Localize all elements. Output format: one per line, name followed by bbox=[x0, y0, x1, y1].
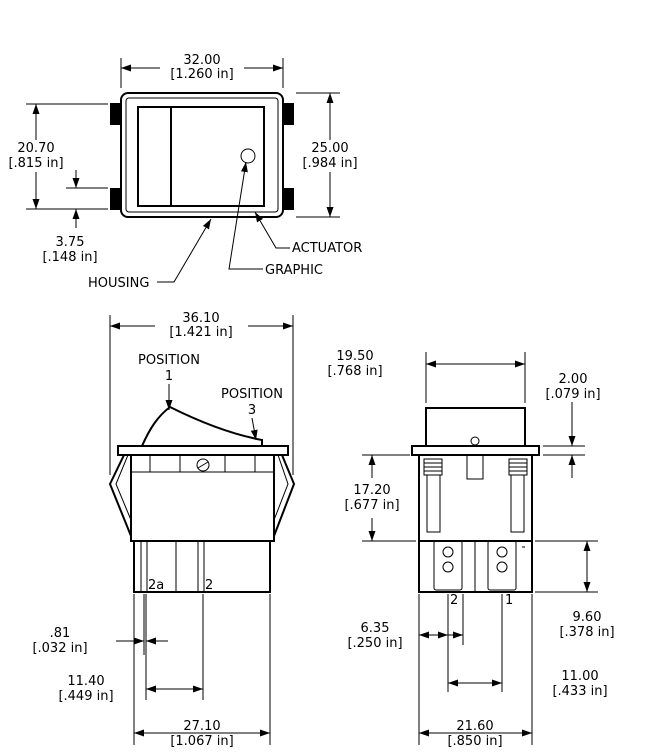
side-width-in: [1.421 in] bbox=[169, 325, 232, 340]
clip-offset-mm: 3.75 bbox=[56, 235, 85, 250]
body-width-mm: 27.10 bbox=[183, 719, 220, 734]
clip-span-mm: 20.70 bbox=[17, 141, 54, 156]
term-offset-in: [.250 in] bbox=[347, 636, 402, 651]
clip-left-top bbox=[110, 103, 121, 125]
top-width-mm: 32.00 bbox=[183, 53, 220, 68]
term-offset-mm: 6.35 bbox=[361, 621, 390, 636]
top-height-in: [.984 in] bbox=[302, 156, 357, 171]
side-flange bbox=[117, 445, 289, 456]
graphic-leader bbox=[228, 161, 263, 270]
term-len-in: [.378 in] bbox=[559, 625, 614, 640]
end-term-1-label: 1 bbox=[505, 593, 513, 608]
housing-leader bbox=[157, 218, 212, 283]
top-width-in: [1.260 in] bbox=[170, 67, 233, 82]
housing-label: HOUSING bbox=[88, 276, 149, 291]
actuator-leader bbox=[254, 211, 290, 249]
term-len-mm: 9.60 bbox=[573, 610, 602, 625]
end-term-spacing-in: [.433 in] bbox=[552, 684, 607, 699]
actuator-label: ACTUATOR bbox=[292, 241, 362, 256]
end-view: 2 1 19.50 [.768 in] 2.00 [.079 in] 17.20… bbox=[327, 349, 614, 749]
flange-mm: 2.00 bbox=[559, 372, 588, 387]
clip-right-top bbox=[283, 103, 294, 125]
end-width-mm: 19.50 bbox=[336, 349, 373, 364]
end-term-2-label: 2 bbox=[450, 593, 458, 608]
term-spacing-mm: 11.40 bbox=[67, 674, 104, 689]
terminal-2a-label: 2a bbox=[148, 578, 164, 593]
flange-in: [.079 in] bbox=[545, 387, 600, 402]
clip-right bbox=[273, 454, 296, 537]
clip-left bbox=[108, 454, 132, 537]
top-actuator bbox=[137, 106, 265, 207]
term-spacing-in: [.449 in] bbox=[58, 689, 113, 704]
graphic-label: GRAPHIC bbox=[265, 263, 323, 278]
position1-word: POSITION bbox=[138, 353, 200, 368]
end-body-width-mm: 21.60 bbox=[456, 719, 493, 734]
term-thick-in: [.032 in] bbox=[32, 641, 87, 656]
end-body-width-in: [.850 in] bbox=[447, 734, 502, 749]
clip-left-bottom bbox=[110, 188, 121, 210]
position3-word: POSITION bbox=[221, 387, 283, 402]
clip-span-in: [.815 in] bbox=[8, 156, 63, 171]
end-width-in: [.768 in] bbox=[327, 364, 382, 379]
clip-right-bottom bbox=[283, 188, 294, 210]
side-screw bbox=[196, 458, 210, 472]
side-width-mm: 36.10 bbox=[182, 311, 219, 326]
terminal-2-label: 2 bbox=[205, 578, 213, 593]
end-body bbox=[418, 454, 533, 542]
end-term-spacing-mm: 11.00 bbox=[561, 669, 598, 684]
top-bezel bbox=[125, 97, 279, 213]
top-housing bbox=[120, 92, 284, 218]
position3-num: 3 bbox=[248, 403, 256, 418]
depth-in: [.677 in] bbox=[344, 498, 399, 513]
body-width-in: [1.067 in] bbox=[170, 734, 233, 749]
clip-offset-in: [.148 in] bbox=[42, 250, 97, 265]
end-flange bbox=[411, 445, 540, 456]
term-thick-mm: .81 bbox=[50, 626, 71, 641]
side-view: 2a 2 36.10 [1.421 in] POSITION 1 POSITIO… bbox=[32, 311, 296, 749]
top-height-mm: 25.00 bbox=[311, 141, 348, 156]
side-terminal-block bbox=[133, 540, 271, 593]
top-view: 32.00 [1.260 in] 25.00 [.984 in] 20.70 [… bbox=[8, 53, 362, 291]
graphic-indicator bbox=[240, 148, 256, 164]
position1-num: 1 bbox=[165, 369, 173, 384]
end-actuator bbox=[425, 407, 526, 447]
side-body bbox=[130, 454, 275, 542]
depth-mm: 17.20 bbox=[353, 483, 390, 498]
rocker-actuator bbox=[141, 405, 263, 447]
